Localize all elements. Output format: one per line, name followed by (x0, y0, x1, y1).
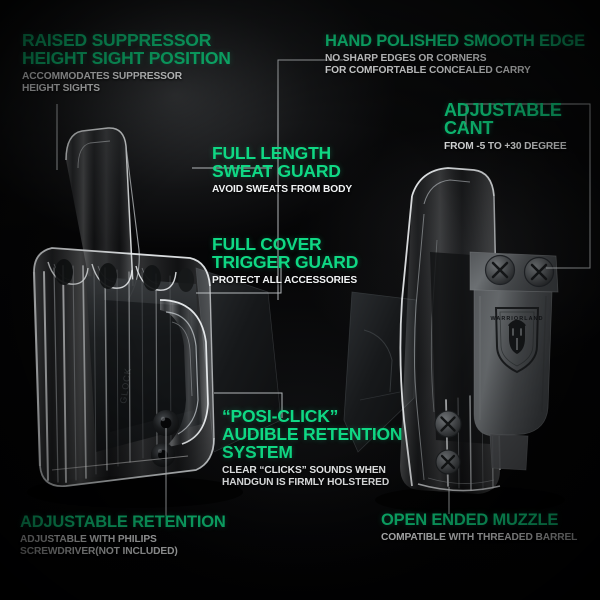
callout-posi-click: “POSI-CLICK” AUDIBLE RETENTION SYSTEM CL… (222, 406, 417, 489)
callout-title: “POSI-CLICK” AUDIBLE RETENTION SYSTEM (222, 406, 403, 462)
callout-adjustable-cant: ADJUSTABLE CANT FROM -5 TO +30 DEGREE (444, 101, 596, 153)
callout-full-cover-trigger-guard: FULL COVER TRIGGER GUARD PROTECT ALL ACC… (212, 234, 402, 287)
callout-title: HAND POLISHED SMOOTH EDGE (325, 32, 585, 50)
callout-title: OPEN ENDED MUZZLE (381, 511, 559, 529)
callout-open-ended-muzzle: OPEN ENDED MUZZLE COMPATIBLE WITH THREAD… (381, 512, 596, 544)
callout-title: ADJUSTABLE RETENTION (20, 513, 226, 531)
callout-hand-polished: HAND POLISHED SMOOTH EDGE NO SHARP EDGES… (325, 33, 587, 78)
callout-full-length-sweat-guard: FULL LENGTH SWEAT GUARD AVOID SWEATS FRO… (212, 143, 402, 196)
callout-subtitle: PROTECT ALL ACCESSORIES (212, 274, 358, 286)
callout-subtitle: AVOID SWEATS FROM BODY (212, 183, 353, 195)
callout-raised-suppressor: RAISED SUPPRESSOR HEIGHT SIGHT POSITION … (22, 30, 242, 96)
callout-subtitle: ADJUSTABLE WITH PHILIPS SCREWDRIVER(NOT … (20, 533, 178, 558)
callout-title: FULL LENGTH SWEAT GUARD (212, 143, 341, 181)
callout-title: RAISED SUPPRESSOR HEIGHT SIGHT POSITION (22, 30, 231, 68)
callout-subtitle: NO SHARP EDGES OR CORNERS FOR COMFORTABL… (325, 52, 531, 77)
callout-title: ADJUSTABLE CANT (444, 100, 562, 139)
callout-subtitle: CLEAR “CLICKS” SOUNDS WHEN HANDGUN IS FI… (222, 464, 390, 488)
callout-title: FULL COVER TRIGGER GUARD (212, 234, 359, 272)
callout-subtitle: FROM -5 TO +30 DEGREE (444, 140, 567, 152)
callout-subtitle: ACCOMMODATES SUPPRESSOR HEIGHT SIGHTS (22, 70, 182, 95)
callout-subtitle: COMPATIBLE WITH THREADED BARREL (381, 531, 578, 543)
callout-adjustable-retention: ADJUSTABLE RETENTION ADJUSTABLE WITH PHI… (20, 514, 250, 559)
